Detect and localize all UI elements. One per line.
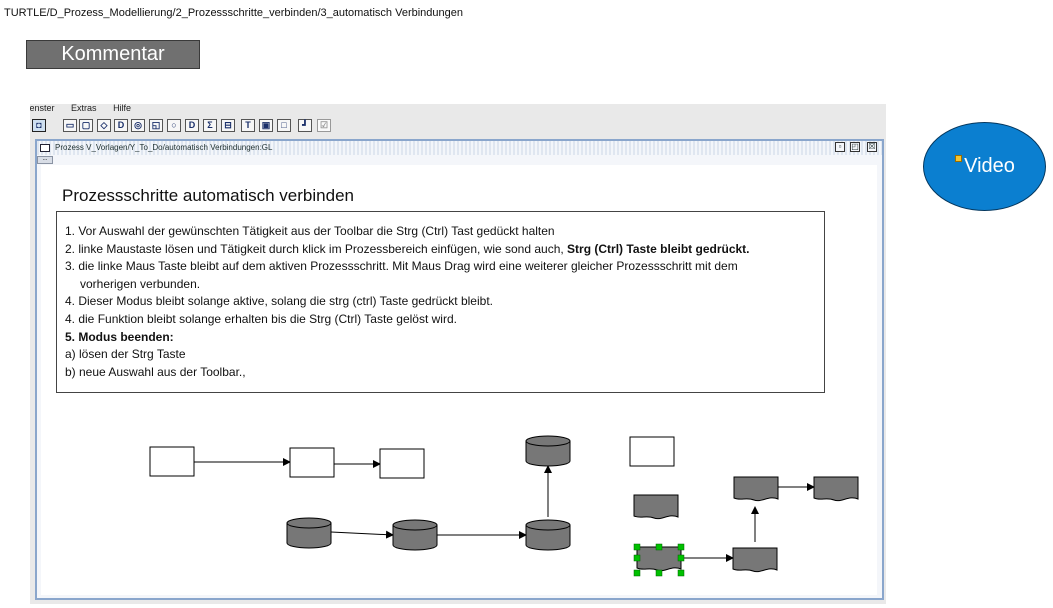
document-tool-icon[interactable]: D [114, 119, 128, 132]
video-marker-icon [955, 155, 962, 162]
process-step[interactable] [629, 436, 675, 467]
instruction-line: a) lösen der Strg Taste [65, 347, 186, 362]
restore-icon[interactable]: ◰ [850, 142, 860, 152]
menu-hilfe[interactable]: Hilfe [113, 104, 132, 113]
instruction-line: 1. Vor Auswahl der gewünschten Tätigkeit… [65, 224, 555, 238]
small-rectangle-tool-icon[interactable]: □ [277, 119, 291, 132]
app-screenshot: Fenster Extras Hilfe ◘▭▢◇D◎◱○DΣ⊟T▣□┛☑ Pr… [30, 104, 886, 604]
video-button[interactable]: Video [923, 122, 1046, 211]
instruction-line: 5. Modus beenden: [65, 329, 174, 344]
instruction-line: vorherigen verbunden. [80, 276, 201, 291]
window-titlebar: Prozess V_Vorlagen/Y_To_Do/automatisch V… [37, 141, 882, 155]
database-shape[interactable] [525, 519, 571, 551]
process-step[interactable] [149, 446, 195, 477]
instruction-line: 2. linke Maustaste lösen und Tätigkeit d… [65, 241, 750, 256]
menu-bar: Fenster Extras Hilfe [30, 104, 886, 115]
manual-input-tool-icon[interactable]: ◱ [149, 119, 163, 132]
resize-handle[interactable] [677, 569, 685, 577]
resize-handle[interactable] [655, 569, 663, 577]
menu-extras[interactable]: Extras [71, 104, 97, 113]
minimize-icon[interactable]: ▫ [835, 142, 845, 152]
instruction-line: b) neue Auswahl aus der Toolbar., [65, 364, 246, 379]
image-tool-icon[interactable]: ▣ [259, 119, 273, 132]
connector-tool-icon[interactable]: ┛ [298, 119, 312, 132]
resize-handle[interactable] [677, 543, 685, 551]
close-icon[interactable]: ☒ [867, 142, 877, 152]
breadcrumb: TURTLE/D_Prozess_Modellierung/2_Prozesss… [4, 7, 463, 19]
diamond-tool-icon[interactable]: ◇ [97, 119, 111, 132]
window-app-icon [40, 144, 50, 152]
selected-shape[interactable] [633, 543, 685, 577]
process-diagram [149, 435, 859, 577]
collapse-handle[interactable]: ... [37, 156, 53, 164]
document-shape[interactable] [733, 476, 779, 502]
checkbox-tool-icon[interactable]: ☑ [317, 119, 331, 132]
resize-handle[interactable] [633, 569, 641, 577]
process-window: Prozess V_Vorlagen/Y_To_Do/automatisch V… [35, 139, 884, 600]
instructions-box: 1. Vor Auswahl der gewünschten Tätigkeit… [56, 211, 825, 393]
document-shape[interactable] [732, 547, 778, 573]
resize-handle[interactable] [655, 543, 663, 551]
rectangle-tool-icon[interactable]: ▭ [63, 119, 77, 132]
document-shape[interactable] [813, 476, 859, 502]
rounded-rectangle-tool-icon[interactable]: ▢ [79, 119, 93, 132]
process-arrow-tool-icon[interactable]: Σ [203, 119, 217, 132]
video-label: Video [964, 155, 1015, 177]
connector-arrow[interactable] [330, 530, 394, 539]
database-shape[interactable] [392, 519, 438, 551]
text-tool-icon[interactable]: T [241, 119, 255, 132]
menu-fenster[interactable]: Fenster [30, 104, 55, 113]
delay-tool-icon[interactable]: D [185, 119, 199, 132]
ellipse-tool-icon[interactable]: ○ [167, 119, 181, 132]
instruction-line: 4. Dieser Modus bleibt solange aktive, s… [65, 294, 493, 309]
process-canvas[interactable]: Prozessschritte automatisch verbinden 1.… [41, 165, 877, 595]
select-tool-icon[interactable]: ◘ [32, 119, 46, 132]
window-title: Prozess V_Vorlagen/Y_To_Do/automatisch V… [55, 143, 273, 152]
instruction-line: 4. die Funktion bleibt solange erhalten … [65, 311, 457, 326]
container-tool-icon[interactable]: ⊟ [221, 119, 235, 132]
page-title: Prozessschritte automatisch verbinden [62, 186, 354, 205]
process-step[interactable] [289, 447, 335, 478]
instruction-line: 3. die linke Maus Taste bleibt auf dem a… [65, 259, 738, 274]
database-shape[interactable] [286, 517, 332, 549]
document-shape[interactable] [633, 494, 679, 520]
cylinder-tool-icon[interactable]: ◎ [131, 119, 145, 132]
process-step[interactable] [379, 448, 425, 479]
resize-handle[interactable] [633, 554, 641, 562]
kommentar-button[interactable]: Kommentar [26, 40, 200, 69]
resize-handle[interactable] [677, 554, 685, 562]
resize-handle[interactable] [633, 543, 641, 551]
database-shape[interactable] [525, 435, 571, 467]
